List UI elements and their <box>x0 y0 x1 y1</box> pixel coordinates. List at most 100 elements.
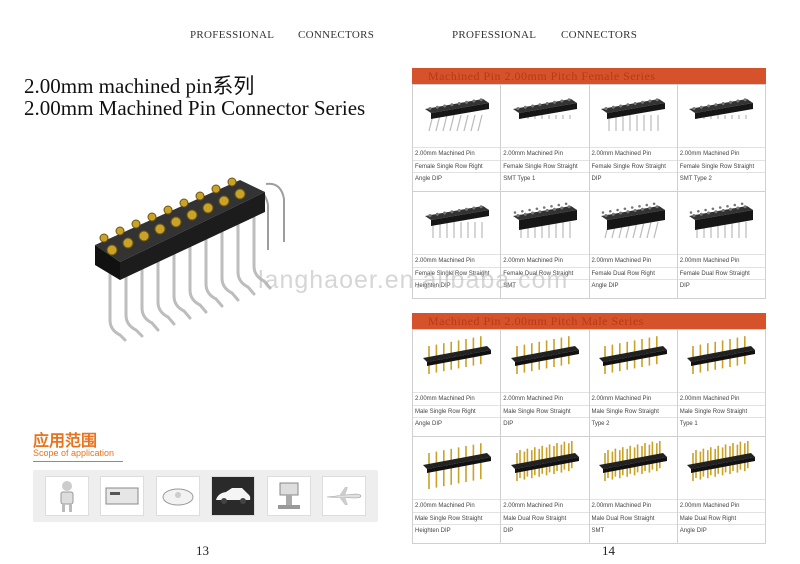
female-connector-image <box>678 85 765 147</box>
male-caption-line: 2.00mm Machined Pin <box>413 499 501 512</box>
header-connectors: CONNECTORS <box>298 29 375 41</box>
female-caption-line: Female Dual Row Right <box>589 266 677 280</box>
male-caption-line: Heighten DIP <box>413 524 501 537</box>
male-caption-line: Male Single Row Straight <box>589 404 677 418</box>
female-caption-line: 2.00mm Machined Pin <box>589 254 677 267</box>
right-page: PROFESSIONAL CONNECTORS Machined Pin 2.0… <box>400 0 800 564</box>
male-caption-line: DIP <box>501 524 589 537</box>
male-caption-line: 2.00mm Machined Pin <box>589 392 677 405</box>
female-caption-line: Female Single Row Straight <box>677 159 765 173</box>
device-box-icon <box>100 476 145 516</box>
female-caption-line: Female Dual Row Straight <box>501 266 589 280</box>
female-caption-line: DIP <box>589 172 677 185</box>
female-caption-line: 2.00mm Machined Pin <box>677 254 765 267</box>
header-connectors-right: CONNECTORS <box>561 29 638 41</box>
female-caption-line: Female Single Row Straight <box>413 266 501 280</box>
airplane-icon <box>322 476 367 516</box>
male-caption-line: 2.00mm Machined Pin <box>501 392 589 405</box>
male-connector-image <box>590 330 677 392</box>
female-series-banner: Machined Pin 2.00mm Pitch Female Series <box>412 68 766 84</box>
female-connector-image <box>413 85 500 147</box>
male-caption-line: Type 2 <box>589 417 677 430</box>
title-en: 2.00mm Machined Pin Connector Series <box>24 96 366 120</box>
female-caption-line: Heighten DIP <box>413 279 501 292</box>
scope-title-cn: 应用范围 <box>33 433 98 450</box>
watermark: langhaoer.en.alibaba.com <box>258 266 569 294</box>
female-caption-line: 2.00mm Machined Pin <box>413 147 501 160</box>
male-caption-line: 2.00mm Machined Pin <box>589 499 677 512</box>
male-series-section: Machined Pin 2.00mm Pitch Male Series 2.… <box>412 313 766 544</box>
male-caption-line: Male Dual Row Straight <box>589 511 677 525</box>
female-caption-line: 2.00mm Machined Pin <box>589 147 677 160</box>
male-caption-line: SMT <box>589 524 677 537</box>
male-caption-line: Type 1 <box>677 417 765 430</box>
male-connector-image <box>678 330 765 392</box>
male-caption-line: 2.00mm Machined Pin <box>677 392 765 405</box>
male-connector-image <box>501 437 588 499</box>
female-caption-line: Angle DIP <box>589 279 677 292</box>
female-caption-line: Angle DIP <box>413 172 501 185</box>
male-caption-line: 2.00mm Machined Pin <box>501 499 589 512</box>
female-caption-line: Female Single Row Straight <box>501 159 589 173</box>
female-caption-line: 2.00mm Machined Pin <box>501 254 589 267</box>
medical-device-icon <box>266 476 311 516</box>
male-caption-line: Angle DIP <box>677 524 765 537</box>
female-connector-image <box>590 85 677 147</box>
male-connector-image <box>590 437 677 499</box>
female-caption-line: 2.00mm Machined Pin <box>413 254 501 267</box>
male-series-banner-text: Machined Pin 2.00mm Pitch Male Series <box>428 313 644 328</box>
title-cn: 2.00mm machined pin系列 <box>24 74 255 98</box>
male-caption-line: DIP <box>501 417 589 430</box>
female-connector-image <box>678 192 765 254</box>
male-connector-image <box>413 437 500 499</box>
page-number-left: 13 <box>196 543 209 558</box>
page-number-right: 14 <box>602 543 615 558</box>
robot-vacuum-icon <box>155 476 200 516</box>
connector-hero-image <box>95 177 285 342</box>
male-caption-line: 2.00mm Machined Pin <box>677 499 765 512</box>
male-caption-line: Male Dual Row Right <box>677 511 765 525</box>
female-caption-line: SMT <box>501 279 589 292</box>
female-caption-line: 2.00mm Machined Pin <box>501 147 589 160</box>
scope-title-en: Scope of application <box>33 448 115 458</box>
female-connector-image <box>501 85 588 147</box>
left-page: PROFESSIONAL CONNECTORS 2.00mm machined … <box>24 29 378 558</box>
header-professional-right: PROFESSIONAL <box>452 29 537 41</box>
female-caption-line: SMT Type 1 <box>501 172 589 185</box>
male-connector-image <box>501 330 588 392</box>
scope-underline <box>33 461 123 462</box>
female-connector-image <box>501 192 588 254</box>
male-caption-line: Angle DIP <box>413 417 501 430</box>
female-caption-line: SMT Type 2 <box>677 172 765 185</box>
female-caption-line: 2.00mm Machined Pin <box>677 147 765 160</box>
